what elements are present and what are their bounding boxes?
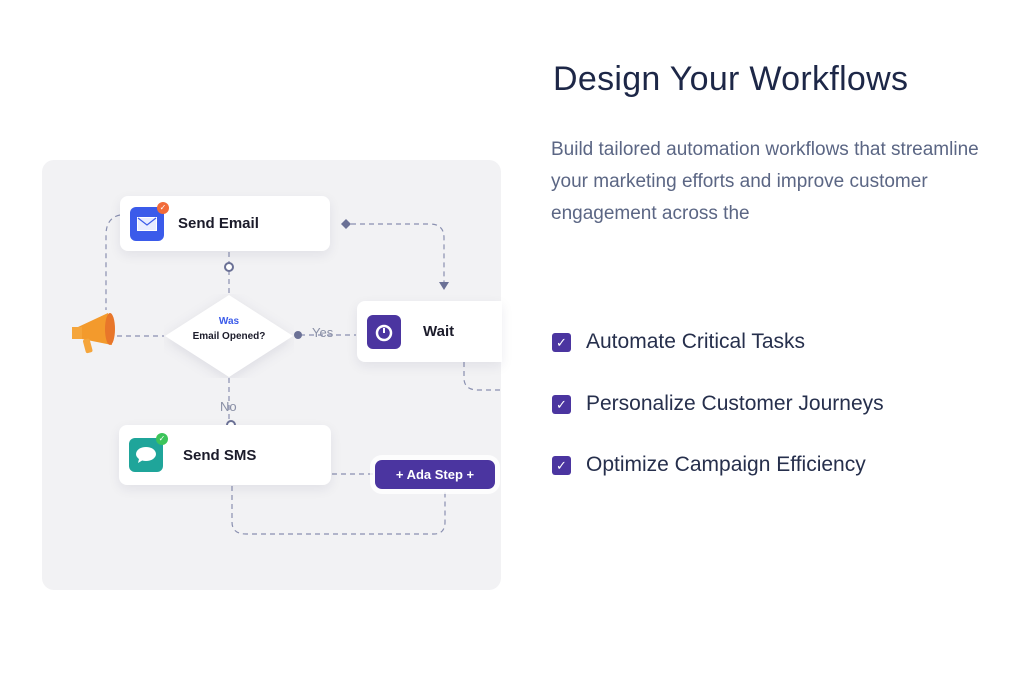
- checkbox-icon: ✓: [552, 455, 571, 475]
- feature-item: ✓ Personalize Customer Journeys: [552, 392, 884, 416]
- wait-label: Wait: [423, 323, 455, 340]
- feature-label: Optimize Campaign Efficiency: [586, 453, 866, 476]
- timer-icon: [367, 314, 401, 349]
- send-sms-node[interactable]: ✓ Send SMS: [119, 425, 331, 485]
- yes-label: Yes: [312, 325, 334, 340]
- no-label: No: [220, 399, 237, 414]
- megaphone-icon: [72, 313, 115, 354]
- envelope-icon: ✓: [130, 201, 169, 241]
- checkbox-icon: ✓: [552, 394, 571, 414]
- decision-line2: Email Opened?: [192, 331, 266, 342]
- decision-node[interactable]: [164, 294, 294, 378]
- page-title: Design Your Workflows: [553, 60, 909, 98]
- feature-item: ✓ Optimize Campaign Efficiency: [552, 453, 866, 477]
- decision-text: Was Email Opened?: [164, 314, 294, 344]
- feature-label: Personalize Customer Journeys: [586, 392, 884, 415]
- send-sms-label: Send SMS: [183, 446, 257, 464]
- feature-label: Automate Critical Tasks: [586, 330, 806, 353]
- send-email-label: Send Email: [178, 215, 259, 232]
- decision-line1: Was: [218, 316, 240, 327]
- chat-bubble-icon: ✓: [129, 433, 168, 472]
- checkbox-icon: ✓: [552, 332, 571, 352]
- check-badge-icon: ✓: [157, 201, 169, 214]
- feature-item: ✓ Automate Critical Tasks: [552, 330, 805, 354]
- wait-node[interactable]: Wait: [357, 301, 502, 362]
- send-email-node[interactable]: ✓ Send Email: [120, 196, 330, 251]
- add-step-button[interactable]: + Ada Step +: [375, 460, 495, 489]
- check-badge-icon: ✓: [156, 433, 168, 445]
- description: Build tailored automation workflows that…: [551, 139, 979, 224]
